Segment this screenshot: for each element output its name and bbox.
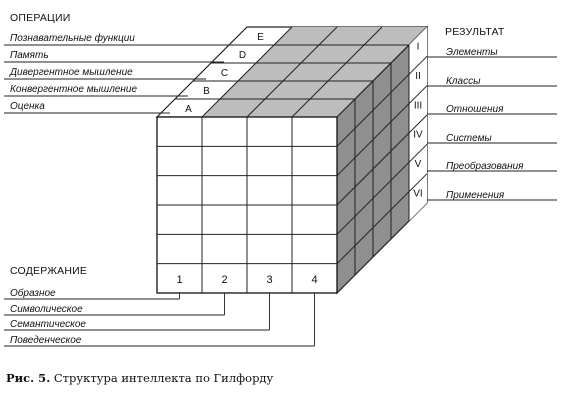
side-grid-diagonal (336, 85, 428, 177)
caption-prefix: Рис. 5. (6, 371, 51, 385)
content-number: 2 (221, 274, 227, 286)
result-label-5: Преобразования (446, 161, 524, 172)
operation-letter: A (185, 104, 192, 115)
operation-label-d: Память (10, 50, 49, 61)
content-label-2: Символическое (10, 304, 83, 315)
operation-letter: D (239, 50, 246, 61)
operation-label-c: Дивергентное мышление (10, 67, 133, 78)
result-label-1: Элементы (446, 47, 498, 58)
content-number: 4 (311, 274, 317, 286)
operation-label-b: Конвергентное мышление (10, 84, 138, 95)
result-numeral: II (415, 71, 421, 82)
content-heading: СОДЕРЖАНИЕ (10, 265, 88, 277)
content-label-1: Образное (10, 288, 56, 299)
result-numeral: IV (413, 130, 423, 141)
result-label-3: Отношения (446, 104, 504, 115)
operation-letter: C (221, 68, 228, 79)
result-numeral: V (415, 159, 422, 170)
side-grid-diagonal (336, 143, 428, 235)
operation-letter: B (203, 86, 210, 97)
content-label-3: Семантическое (10, 319, 86, 330)
result-numeral: VI (413, 188, 422, 199)
results-heading: РЕЗУЛЬТАТ (445, 26, 505, 38)
cube-top-shade (202, 27, 427, 117)
result-numeral: III (414, 100, 422, 111)
operations-heading: ОПЕРАЦИИ (10, 12, 71, 24)
side-grid-diagonal (336, 55, 428, 147)
figure-caption: Рис. 5. Структура интеллекта по Гилфорду (6, 371, 273, 385)
top-grid-diagonal (246, 26, 338, 118)
content-label-4: Поведенческое (10, 335, 82, 346)
side-grid-diagonal (336, 173, 428, 265)
content-number: 3 (266, 274, 272, 286)
top-grid-diagonal (201, 26, 293, 118)
side-grid-diagonal (336, 114, 428, 206)
result-label-2: Классы (446, 76, 481, 87)
content-number: 1 (176, 274, 182, 286)
caption-text: Структура интеллекта по Гилфорду (53, 371, 274, 385)
result-numeral: I (417, 42, 420, 53)
operation-letter: E (257, 32, 264, 43)
result-label-4: Системы (446, 133, 492, 144)
operation-label-e: Познавательные функции (10, 33, 135, 44)
result-label-6: Применения (446, 190, 505, 201)
top-grid-diagonal (291, 26, 383, 118)
operation-label-a: Оценка (10, 101, 45, 112)
